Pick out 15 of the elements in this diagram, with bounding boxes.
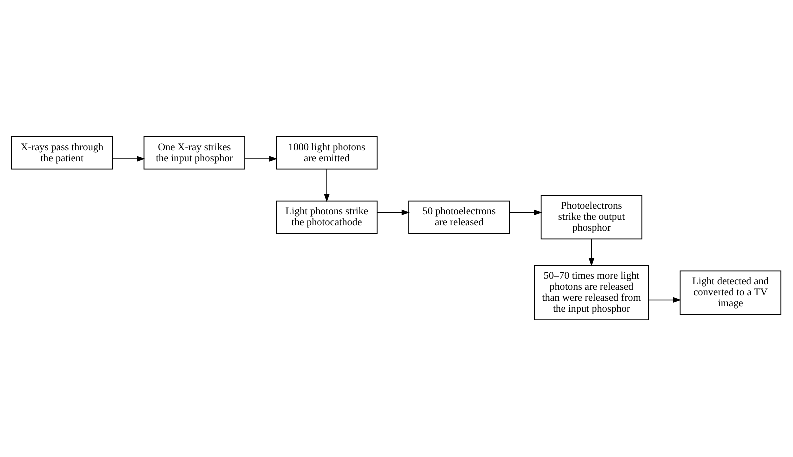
arrow	[377, 210, 410, 216]
arrow	[324, 169, 330, 202]
node-box: One X-ray strikes the input phosphor	[144, 136, 246, 170]
arrow	[648, 297, 682, 304]
node-box: Light photons strike the photocathode	[276, 200, 378, 234]
arrow	[112, 156, 146, 162]
node-box: 1000 light photons are emitted	[276, 136, 378, 170]
arrow	[509, 210, 542, 216]
arrow	[588, 238, 595, 267]
arrow	[244, 156, 278, 162]
node-box: 50–70 times more light photons are released than were released from the input phosphor	[534, 265, 650, 320]
node-box: X-rays pass through the patient	[11, 136, 114, 170]
node-box: 50 photoelectrons are released	[408, 200, 510, 234]
node-box: Photoelectrons strike the output phosphor	[540, 195, 643, 240]
node-box: Light detected and converted to a TV image	[680, 270, 782, 315]
